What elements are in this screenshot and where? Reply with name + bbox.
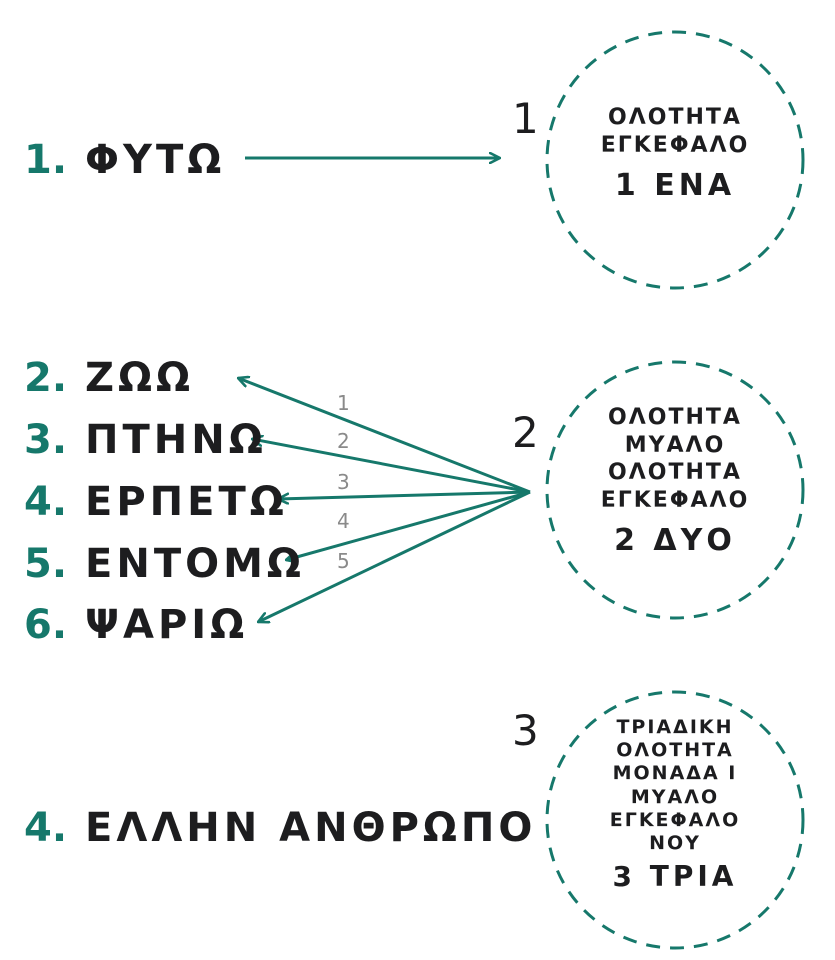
item-word: ΦΥΤΩ: [85, 137, 226, 183]
item-number: 2.: [24, 355, 68, 401]
circle-3-line: ΝΟΥ: [649, 831, 701, 854]
item-number: 6.: [24, 602, 68, 648]
circle-2-label: 2: [512, 408, 539, 457]
item-number: 5.: [24, 541, 68, 587]
circle-2-number: 2 ΔΥΟ: [614, 523, 736, 558]
arrow-number-1: 1: [337, 391, 350, 415]
item-number: 1.: [24, 137, 68, 183]
arrow-number-2: 2: [337, 429, 350, 453]
circle-1-number: 1 ΕΝΑ: [614, 168, 736, 203]
arrow-number-5: 5: [337, 549, 350, 573]
circle-2-outline: [545, 360, 805, 620]
arrow-to-reptiles: [278, 490, 531, 499]
item-plants: 1. ΦΥΤΩ: [24, 140, 225, 180]
circle-3-line: ΜΟΝΑΔΑ Ι: [612, 762, 738, 785]
item-word: ΠΤΗΝΩ: [85, 417, 267, 463]
item-insects: 5. ΕΝΤΟΜΩ: [24, 544, 305, 584]
arrow-to-birds: [252, 439, 531, 494]
circle-3-label: 3: [512, 706, 539, 755]
item-number: 4.: [24, 805, 68, 851]
circle-3-line: ΕΓΚΕΦΑΛΟ: [609, 808, 741, 831]
item-fish: 6. ΨΑΡΙΩ: [24, 605, 248, 645]
arrow-number-3: 3: [337, 470, 350, 494]
circle-3-number: 3 ΤΡΙΑ: [612, 860, 738, 894]
item-word: ΕΝΤΟΜΩ: [85, 541, 305, 587]
item-word: ΕΡΠΕΤΩ: [85, 479, 288, 525]
circle-2-line: ΜΥΑΛΟ: [624, 432, 726, 458]
circle-1-line: ΕΓΚΕΦΑΛΟ: [600, 132, 750, 158]
item-reptiles: 4. ΕΡΠΕΤΩ: [24, 482, 288, 522]
item-number: 3.: [24, 417, 68, 463]
circle-2-line: ΟΛΟΤΗΤΑ: [608, 405, 742, 430]
circle-1-text: ΟΛΟΤΗΤΑ ΕΓΚΕΦΑΛΟ 1 ΕΝΑ: [575, 104, 775, 207]
circle-2-line: ΕΓΚΕΦΑΛΟ: [600, 487, 750, 513]
arrow-to-animals: [238, 378, 531, 494]
circle-3-text: ΤΡΙΑΔΙΚΗ ΟΛΟΤΗΤΑ ΜΟΝΑΔΑ Ι ΜΥΑΛΟ ΕΓΚΕΦΑΛΟ…: [575, 716, 775, 896]
item-word: ΨΑΡΙΩ: [85, 602, 249, 648]
circle-2-text: ΟΛΟΤΗΤΑ ΜΥΑΛΟ ΟΛΟΤΗΤΑ ΕΓΚΕΦΑΛΟ 2 ΔΥΟ: [575, 404, 775, 562]
circle-1-outline: [545, 30, 805, 290]
item-greek-human: 4. ΕΛΛΗΝ ΑΝΘΡΩΠΟ: [24, 808, 536, 848]
circle-3-line: ΜΥΑΛΟ: [630, 785, 720, 808]
item-word: ΖΩΩ: [85, 355, 195, 401]
circle-3-line: ΟΛΟΤΗΤΑ: [616, 739, 734, 762]
arrow-to-insects: [286, 490, 531, 560]
item-number: 4.: [24, 479, 68, 525]
arrow-number-4: 4: [337, 509, 350, 533]
circle-3-line: ΤΡΙΑΔΙΚΗ: [616, 716, 734, 738]
arrow-to-fish: [258, 490, 531, 622]
circle-1-line: ΟΛΟΤΗΤΑ: [608, 105, 742, 130]
circle-2-line: ΟΛΟΤΗΤΑ: [608, 460, 742, 485]
item-animals: 2. ΖΩΩ: [24, 358, 194, 398]
circle-3-outline: [545, 690, 805, 950]
circle-1-label: 1: [512, 94, 539, 143]
item-word: ΕΛΛΗΝ ΑΝΘΡΩΠΟ: [85, 805, 537, 851]
item-birds: 3. ΠΤΗΝΩ: [24, 420, 267, 460]
